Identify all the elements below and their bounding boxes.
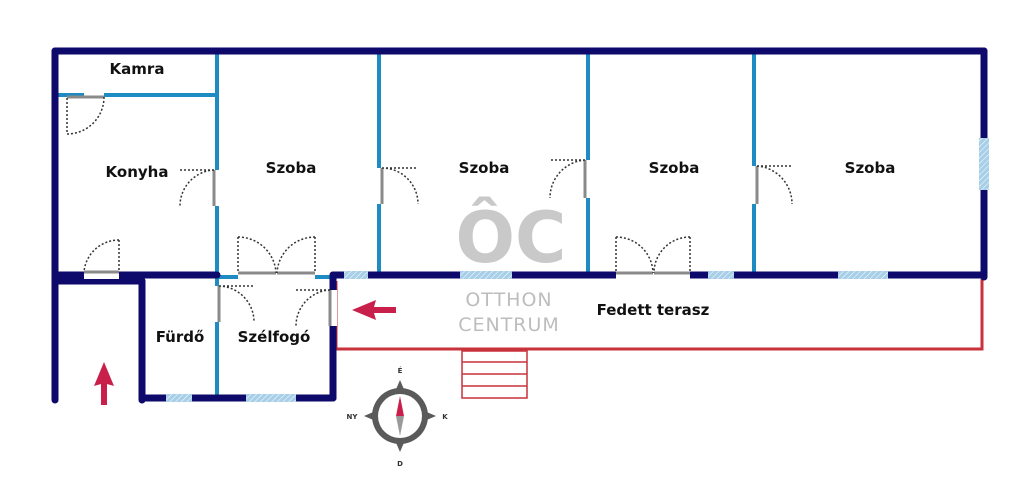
inner-walls (58, 52, 756, 398)
window-terrace-3 (708, 271, 734, 279)
room-labels: Kamra Konyha Szoba Szoba Szoba Szoba Für… (106, 60, 896, 346)
watermark: ÔC OTTHON CENTRUM (456, 197, 567, 336)
doors (66, 91, 793, 327)
watermark-logo: ÔC (456, 197, 567, 279)
arrow-left-icon (352, 300, 396, 320)
window-terrace-4 (838, 271, 888, 279)
room-label-kamra: Kamra (110, 60, 165, 78)
room-label-szoba-3: Szoba (649, 159, 700, 177)
compass-south: D (397, 460, 403, 468)
room-label-terasz: Fedett terasz (597, 301, 710, 319)
window-bath (166, 394, 192, 402)
room-label-szoba-1: Szoba (266, 159, 317, 177)
watermark-line1: OTTHON (465, 289, 552, 311)
compass-needle-south (396, 416, 404, 436)
windows (166, 138, 989, 402)
room-label-furdo: Fürdő (156, 328, 205, 346)
compass-west: NY (347, 413, 359, 421)
arrow-up-icon (94, 362, 114, 405)
compass-east: K (442, 413, 448, 421)
window-vestibule (246, 394, 296, 402)
window-east (979, 138, 989, 190)
compass: É D K NY (347, 366, 449, 468)
compass-needle-north (396, 396, 404, 416)
window-terrace-2 (460, 271, 512, 279)
room-label-szoba-2: Szoba (459, 159, 510, 177)
watermark-line2: CENTRUM (458, 314, 560, 336)
room-label-szoba-4: Szoba (845, 159, 896, 177)
room-label-konyha: Konyha (106, 163, 169, 181)
room-label-szelfogo: Szélfogó (238, 328, 311, 346)
compass-north: É (398, 366, 403, 375)
terrace-outline (334, 279, 984, 399)
window-terrace-1 (344, 271, 368, 279)
